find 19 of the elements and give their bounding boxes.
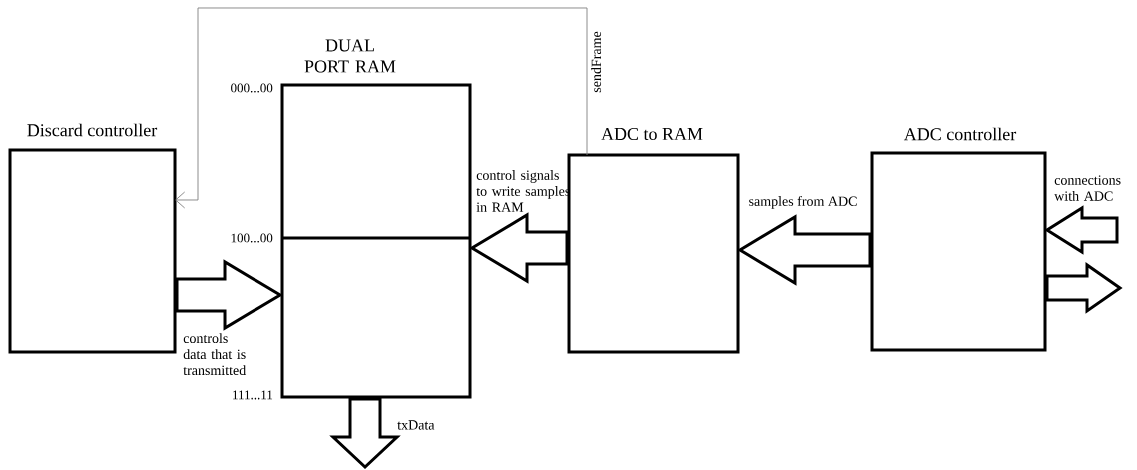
block-arrow <box>469 212 569 284</box>
edge-label: connections with ADC <box>1054 175 1121 201</box>
edge-label: controls data that is transmitted <box>183 333 247 376</box>
block-arrow <box>175 259 283 331</box>
box-title: ADC to RAM <box>601 127 703 141</box>
box-title: DUAL PORT RAM <box>304 39 396 73</box>
edge-label: samples from ADC <box>749 195 857 209</box>
address-label: 100...00 <box>231 233 273 243</box>
box-title: Discard controller <box>27 123 158 137</box>
address-label: 000...00 <box>231 83 273 93</box>
edge-label: txData <box>397 420 435 430</box>
address-label: 111...11 <box>233 390 273 400</box>
block-arrow <box>329 397 401 470</box>
block-arrow <box>1044 205 1119 255</box>
arrow <box>175 7 588 209</box>
block-arrow <box>1045 262 1123 314</box>
box-title: ADC controller <box>903 127 1017 141</box>
edge-label: sendFrame <box>591 31 602 93</box>
block-arrow <box>737 214 872 286</box>
